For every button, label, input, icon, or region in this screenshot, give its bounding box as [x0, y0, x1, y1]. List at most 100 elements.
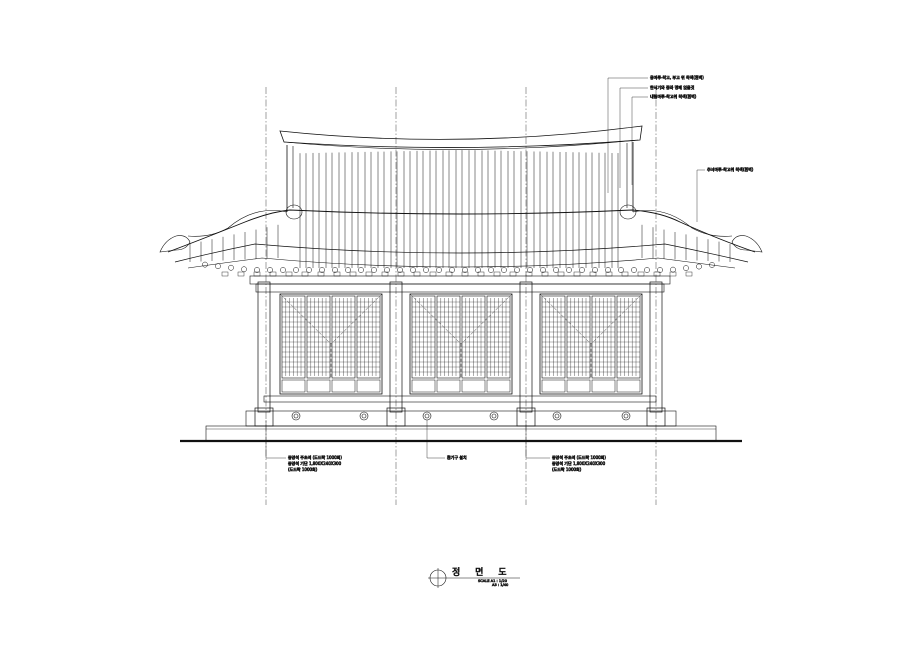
- rafter-end: [358, 267, 364, 273]
- purlin-block: [349, 271, 357, 277]
- rafter-end: [592, 267, 598, 273]
- note-right-plinth: 동양석 주초석 (도드락 1000회): [552, 454, 606, 460]
- rafter-end: [644, 267, 650, 273]
- vent-holes: [291, 411, 631, 421]
- purlin-block: [413, 271, 421, 277]
- purlin-block: [493, 271, 501, 277]
- purlin-block: [221, 271, 229, 277]
- purlin-block: [605, 271, 613, 277]
- purlin-block: [429, 271, 437, 277]
- rafter-end: [410, 267, 416, 273]
- rafter-end: [579, 267, 585, 273]
- rafter-end: [319, 267, 325, 273]
- door-base-panel: [461, 379, 486, 393]
- note-vent: 환기구 설치: [447, 454, 467, 460]
- note-right-base: 동양석 기단 1,800X240X300: [552, 460, 606, 466]
- door-base-panel: [281, 379, 306, 393]
- tile-row: [351, 152, 359, 268]
- tile-row: [507, 150, 515, 268]
- purlin-block: [365, 271, 373, 277]
- tile-row: [325, 152, 333, 268]
- rafter-end: [371, 267, 377, 273]
- door-bay: [539, 293, 643, 395]
- roof-tile-rows: [189, 150, 731, 268]
- rafter-end: [397, 267, 403, 273]
- stone-platform: [205, 410, 717, 442]
- rafter-end: [709, 262, 715, 268]
- purlin-block: [333, 271, 341, 277]
- rafter-end: [566, 267, 572, 273]
- door-base-panel: [356, 379, 381, 393]
- opening-line: [279, 293, 383, 378]
- rafter-end: [462, 267, 468, 273]
- rafter-end: [423, 267, 429, 273]
- tile-row: [546, 151, 554, 268]
- purlin-block: [397, 271, 405, 277]
- door-bay: [409, 293, 513, 395]
- rafter-end: [501, 267, 507, 273]
- right-finial: [731, 235, 763, 253]
- note-left-base: 동양석 기단 1,800X240X300: [288, 460, 342, 466]
- rafter-end: [618, 267, 624, 273]
- note-descending-ridge: 내림마루-착고위 착색(흰벽): [650, 93, 697, 99]
- purlin-block: [621, 271, 629, 277]
- purlin-block: [285, 271, 293, 277]
- purlin-block: [253, 271, 261, 277]
- rafter-end: [436, 267, 442, 273]
- roof: [159, 125, 763, 269]
- center-lines: [265, 87, 657, 505]
- note-tile: 한식기와 중와 명쾌 얹을것: [650, 84, 695, 90]
- rafter-end: [215, 263, 221, 270]
- sill-beam: [263, 395, 657, 403]
- purlin-block: [685, 271, 693, 277]
- tile-row: [455, 150, 463, 268]
- rafter-end: [514, 267, 520, 273]
- rafter-end: [241, 266, 247, 273]
- tile-row: [403, 151, 411, 268]
- scale-line-1: SCALE A1 : 1/20: [478, 579, 508, 583]
- door-frame: [279, 293, 383, 395]
- door-base-panel: [541, 379, 566, 393]
- purlin-block: [445, 271, 453, 277]
- ridge: [279, 125, 643, 148]
- purlin-block: [509, 271, 517, 277]
- tile-row: [468, 150, 476, 268]
- tile-row: [442, 150, 450, 268]
- rafter-end: [683, 265, 689, 271]
- note-ridge: 용마루-착고, 부고 위 착색(흰벽): [650, 74, 704, 80]
- purlin-block: [653, 271, 661, 277]
- door-base-panel: [616, 379, 641, 393]
- tile-row: [572, 152, 580, 268]
- purlin-block: [477, 271, 485, 277]
- purlin-block: [525, 271, 533, 277]
- purlin-block: [589, 271, 597, 277]
- door-base-panel: [331, 379, 356, 393]
- tile-row: [377, 151, 385, 268]
- note-left-plinth: 동양석 주초석 (도드락 1000회): [288, 454, 342, 460]
- tile-row: [494, 150, 502, 268]
- opening-line: [539, 293, 643, 378]
- upper-roof-outline: [286, 142, 634, 212]
- door-base-panel: [411, 379, 436, 393]
- rafter-end: [293, 267, 299, 273]
- rafter-end: [527, 267, 533, 273]
- drawing-title: 정 면 도: [452, 567, 513, 578]
- rafter-end: [540, 267, 546, 273]
- tile-row: [299, 153, 307, 268]
- left-finial: [159, 235, 191, 253]
- rafter-end: [332, 267, 338, 273]
- rafter-end: [553, 267, 559, 273]
- rafter-end: [345, 267, 351, 273]
- purlin-block: [637, 271, 645, 277]
- purlin-block: [269, 271, 277, 277]
- opening-line: [409, 293, 513, 378]
- rafter-end: [605, 267, 611, 273]
- rafter-end: [202, 261, 208, 268]
- purlin-block: [237, 271, 245, 277]
- door-base-panel: [566, 379, 591, 393]
- tile-row: [429, 150, 437, 268]
- tile-row: [533, 151, 541, 268]
- tile-row: [559, 152, 567, 268]
- scale-line-2: A3 : 1/40: [492, 583, 509, 587]
